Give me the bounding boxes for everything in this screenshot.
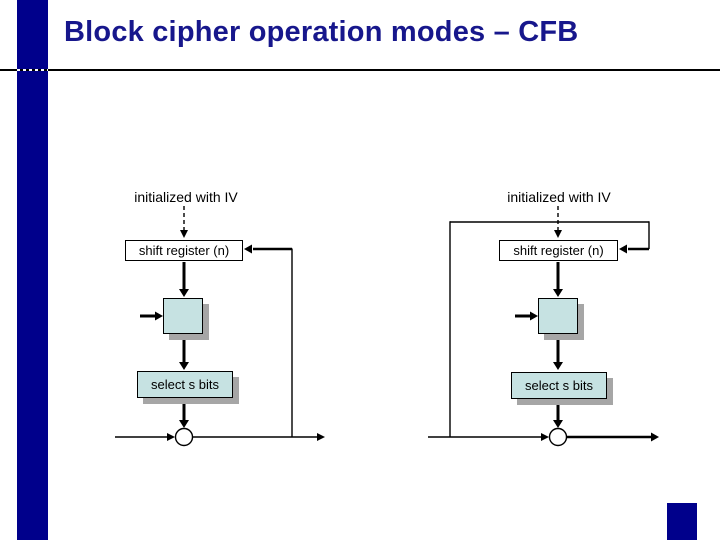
select-bits-box: select s bits [137, 371, 233, 398]
select-to-xor-arrowhead [553, 420, 563, 428]
block-cipher-box [538, 298, 578, 334]
footer-accent-square [667, 503, 697, 540]
key-into-cipher-arrowhead [530, 311, 538, 321]
plaintext-output-arrowhead [651, 432, 659, 442]
ciphertext-input-arrowhead [541, 433, 549, 441]
title-rule [0, 69, 720, 71]
xor-circle [174, 427, 194, 447]
iv-dashed-arrowhead [554, 230, 562, 238]
iv-label: initialized with IV [134, 189, 238, 205]
feed-into-shiftreg-arrowhead [619, 244, 627, 254]
shiftreg-to-cipher-arrowhead [553, 289, 563, 297]
shift-register-label: shift register (n) [138, 243, 230, 258]
key-into-cipher-arrowhead [155, 311, 163, 321]
cipher-to-select-arrowhead [179, 362, 189, 370]
block-cipher-box [163, 298, 203, 334]
accent-bar [17, 0, 48, 540]
select-bits-label: select s bits [151, 377, 219, 392]
iv-dashed-arrowhead [180, 230, 188, 238]
plaintext-input-arrowhead [167, 433, 175, 441]
title-rule-dashes [17, 69, 48, 71]
feedback-into-shiftreg-arrowhead [244, 244, 252, 254]
select-bits-label: select s bits [525, 378, 593, 393]
page-title: Block cipher operation modes – CFB [64, 16, 579, 48]
shift-register-box: shift register (n) [125, 240, 243, 261]
iv-label: initialized with IV [507, 189, 611, 205]
shift-register-box: shift register (n) [499, 240, 618, 261]
shift-register-label: shift register (n) [513, 243, 604, 258]
select-bits-box: select s bits [511, 372, 607, 399]
xor-circle [548, 427, 568, 447]
ciphertext-output-arrowhead [317, 433, 325, 441]
cipher-to-select-arrowhead [553, 362, 563, 370]
shiftreg-to-cipher-arrowhead [179, 289, 189, 297]
select-to-xor-arrowhead [179, 420, 189, 428]
